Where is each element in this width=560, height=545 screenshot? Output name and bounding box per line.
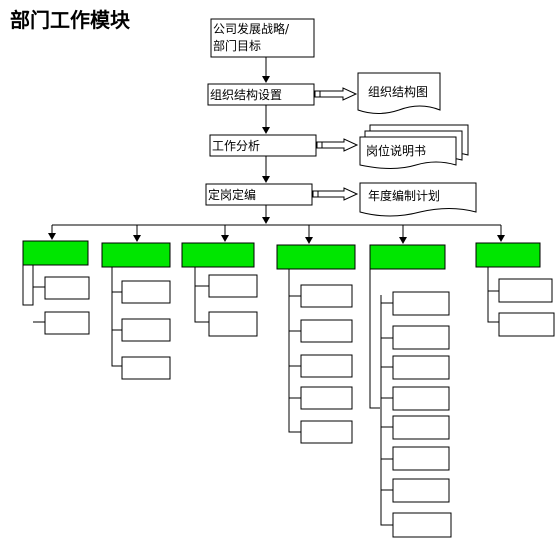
module-6-trunk [487, 267, 499, 323]
module-4-sub-box [300, 319, 353, 343]
module-4-sub-box [300, 354, 353, 378]
module-6-sub-box [498, 278, 553, 303]
module-5-sub-box [392, 446, 450, 471]
document-job-description: 岗位说明书 [359, 124, 469, 169]
module-3-sub-box [208, 311, 258, 337]
flow-step-job-analysis-label: 工作分析 [212, 139, 260, 153]
document-org-chart-label: 组织结构图 [368, 84, 428, 99]
module-5 [369, 225, 452, 538]
module-3-sub-box [208, 274, 258, 298]
module-4-sub-box [300, 420, 353, 444]
document-staffing-plan: 年度编制计划 [359, 182, 477, 217]
module-3-trunk [194, 267, 209, 323]
module-4-header [276, 244, 356, 270]
module-1-sub-box [44, 311, 90, 335]
module-5-sub-box [392, 415, 450, 440]
flow-step-strategy: 公司发展战略/ 部门目标 [210, 18, 315, 58]
doc-connector-3 [312, 187, 359, 201]
module-5-sub-box [392, 325, 450, 350]
module-2 [101, 225, 171, 380]
module-2-trunk [111, 267, 122, 367]
flow-step-staffing: 定岗定编 [205, 183, 313, 206]
module-5-sub-box [392, 512, 452, 538]
module-1-header [22, 240, 89, 266]
module-5-sub-box [392, 291, 450, 316]
flow-step-staffing-label: 定岗定编 [208, 187, 256, 202]
module-5-sub-box [392, 355, 450, 380]
document-job-description-label: 岗位说明书 [366, 143, 426, 158]
module-2-sub-box [121, 318, 171, 342]
module-1-trunk [22, 265, 34, 306]
module-6-header [475, 242, 541, 268]
module-3-header [181, 242, 255, 268]
module-5-trunk [380, 295, 393, 526]
module-4-sub-box [300, 386, 353, 410]
module-4 [276, 225, 356, 444]
doc-connector-1 [314, 87, 358, 101]
module-4-trunk [288, 269, 301, 433]
module-5-sub-box [392, 478, 450, 503]
module-6 [475, 225, 555, 337]
module-5-header [369, 244, 446, 270]
flow-step-job-analysis: 工作分析 [209, 134, 317, 157]
document-staffing-plan-label: 年度编制计划 [368, 188, 440, 203]
flow-step-org-structure: 组织结构设置 [207, 83, 315, 106]
flow-step-strategy-line1: 公司发展战略/ [213, 21, 290, 36]
module-4-sub-box [300, 284, 353, 308]
module-1-sub-box [44, 276, 90, 300]
module-1 [22, 225, 90, 335]
doc-connector-2 [316, 138, 359, 152]
module-2-sub-box [121, 356, 171, 380]
module-5-trunk-left [369, 269, 380, 409]
module-2-sub-box [121, 280, 171, 304]
document-org-chart: 组织结构图 [357, 72, 441, 114]
module-6-sub-box [498, 312, 555, 337]
flow-step-strategy-line2: 部门目标 [213, 38, 261, 53]
module-2-header [101, 242, 171, 268]
module-3 [181, 225, 258, 337]
module-5-sub-box [392, 386, 450, 411]
page-title: 部门工作模块 [10, 8, 130, 32]
flow-step-org-structure-label: 组织结构设置 [210, 87, 282, 102]
